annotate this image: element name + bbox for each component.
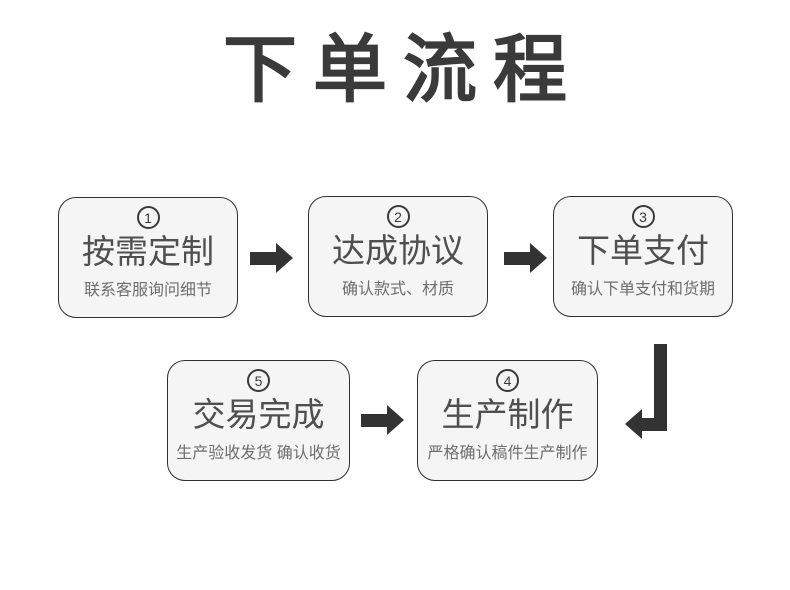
arrow-vertical-shaft: [654, 344, 667, 431]
step-subtitle-3: 确认下单支付和货期: [570, 280, 715, 298]
arrow-right-icon-step1-step2: [250, 243, 293, 273]
step-subtitle-5: 生产验收发货 确认收货: [176, 444, 341, 462]
arrow-right-icon-step2-step3: [504, 243, 547, 273]
step-subtitle-1: 联系客服询问细节: [83, 281, 212, 299]
step-label-1: 按需定制: [82, 233, 214, 270]
step-box-2: 2 达成协议 确认款式、材质: [308, 196, 488, 317]
step-label-3: 下单支付: [577, 232, 709, 269]
step-box-1: 1 按需定制 联系客服询问细节: [58, 197, 238, 318]
arrow-head: [530, 243, 547, 273]
arrow-left-head: [625, 409, 642, 439]
arrow-right-icon-between-step5-step4: [361, 405, 404, 435]
step-label-2: 达成协议: [332, 232, 464, 269]
arrow-shaft: [250, 252, 277, 265]
step-number-badge-3: 3: [631, 205, 655, 228]
step-number-badge-1: 1: [136, 206, 160, 229]
step-box-3: 3 下单支付 确认下单支付和货期: [553, 196, 733, 317]
step-label-5: 交易完成: [192, 396, 325, 433]
arrow-horizontal-shaft: [642, 418, 667, 431]
arrow-head: [387, 405, 404, 435]
page-title: 下单流程: [223, 28, 583, 111]
step-box-5: 5 交易完成 生产验收发货 确认收货: [167, 360, 350, 481]
step-subtitle-2: 确认款式、材质: [341, 280, 454, 298]
arrow-shaft: [504, 252, 531, 265]
step-subtitle-4: 严格确认稿件生产制作: [427, 444, 588, 462]
arrow-head: [276, 243, 293, 273]
step-box-4: 4 生产制作 严格确认稿件生产制作: [417, 360, 598, 481]
step-number-badge-2: 2: [386, 205, 410, 228]
step-label-4: 生产制作: [441, 396, 574, 433]
step-number-badge-5: 5: [247, 369, 270, 392]
step-number-badge-4: 4: [496, 369, 519, 392]
arrow-shaft: [361, 414, 388, 427]
